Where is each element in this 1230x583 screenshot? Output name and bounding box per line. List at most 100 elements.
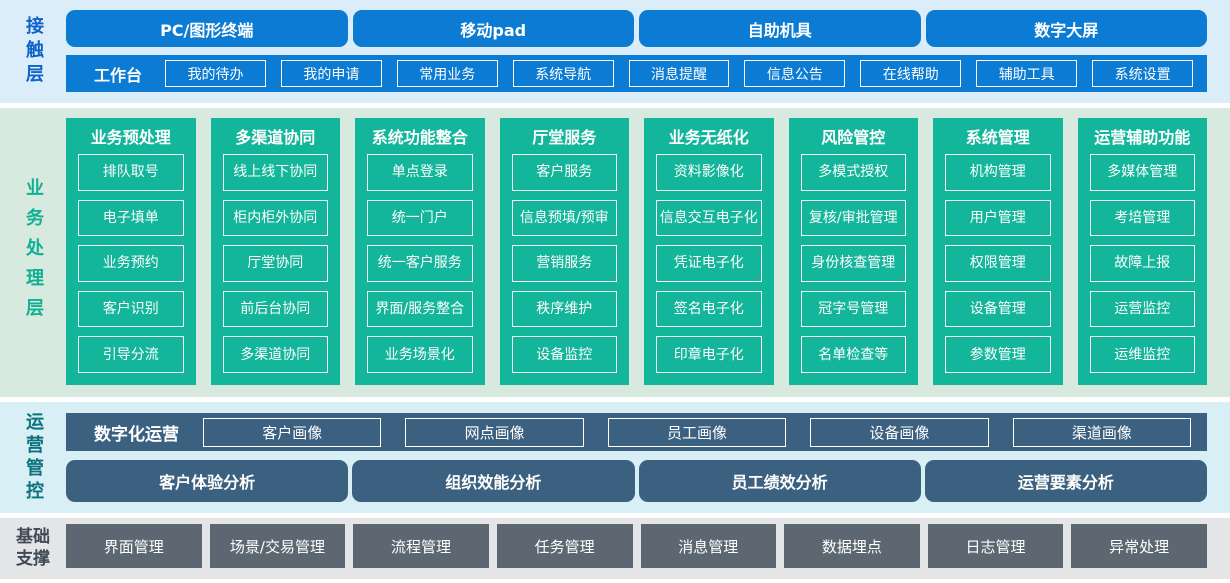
workbench-item-1: 我的待办 (165, 60, 266, 87)
feature-item: 业务场景化 (367, 336, 473, 373)
feature-item: 业务预约 (78, 245, 184, 282)
support-box-process: 流程管理 (353, 524, 489, 568)
column-items: 排队取号 电子填单 业务预约 客户识别 引导分流 (78, 154, 184, 373)
contact-layer-label-text: 接触层 (23, 15, 44, 88)
business-columns: 业务预处理 排队取号 电子填单 业务预约 客户识别 引导分流 多渠道协同 线上线… (66, 118, 1207, 385)
operations-section: 运营管控 数字化运营 客户画像 网点画像 员工画像 设备画像 渠道画像 客户体验… (0, 402, 1230, 513)
portrait-box-customer: 客户画像 (203, 417, 382, 447)
feature-item: 机构管理 (945, 154, 1051, 191)
column-title: 业务预处理 (90, 128, 171, 147)
portrait-box-employee: 员工画像 (607, 417, 787, 447)
column-items: 单点登录 统一门户 统一客户服务 界面/服务整合 业务场景化 (367, 154, 473, 373)
feature-item: 客户服务 (511, 154, 617, 191)
portrait-box-branch: 网点画像 (405, 417, 584, 447)
column-title: 运营辅助功能 (1094, 128, 1191, 147)
business-layer-label: 业务处理层 (0, 108, 66, 397)
analysis-row: 客户体验分析 组织效能分析 员工绩效分析 运营要素分析 (66, 460, 1207, 502)
device-box-mobile-pad: 移动pad (352, 10, 634, 47)
foundation-section: 基础 支撑 界面管理 场景/交易管理 流程管理 任务管理 消息管理 数据埋点 日… (0, 518, 1230, 579)
workbench-item-7: 在线帮助 (860, 60, 962, 87)
business-column-8: 运营辅助功能 多媒体管理 考培管理 故障上报 运营监控 运维监控 (1077, 118, 1207, 385)
feature-item: 故障上报 (1089, 245, 1195, 282)
support-row: 界面管理 场景/交易管理 流程管理 任务管理 消息管理 数据埋点 日志管理 异常… (66, 524, 1207, 568)
feature-item: 参数管理 (945, 336, 1051, 373)
feature-item: 信息交互电子化 (656, 199, 762, 237)
column-title: 风险管控 (821, 128, 886, 147)
feature-item: 运营监控 (1089, 290, 1195, 328)
feature-item: 多媒体管理 (1089, 154, 1195, 191)
feature-item: 用户管理 (945, 199, 1051, 237)
business-column-6: 风险管控 多模式授权 复核/审批管理 身份核查管理 冠字号管理 名单检查等 (788, 118, 918, 385)
feature-item: 统一门户 (367, 199, 473, 237)
support-box-message: 消息管理 (640, 524, 777, 568)
feature-item: 复核/审批管理 (800, 199, 906, 237)
column-items: 资料影像化 信息交互电子化 凭证电子化 签名电子化 印章电子化 (656, 154, 762, 373)
feature-item: 运维监控 (1089, 336, 1195, 373)
workbench-item-4: 系统导航 (512, 60, 614, 87)
feature-item: 冠字号管理 (800, 290, 906, 328)
feature-item: 引导分流 (78, 336, 184, 373)
digital-operations-label: 数字化运营 (94, 424, 179, 445)
feature-item: 柜内柜外协同 (222, 199, 328, 237)
support-box-log: 日志管理 (927, 524, 1064, 568)
column-items: 线上线下协同 柜内柜外协同 厅堂协同 前后台协同 多渠道协同 (222, 154, 328, 373)
device-box-pc-terminal: PC/图形终端 (66, 10, 348, 47)
business-column-4: 厅堂服务 客户服务 信息预填/预审 营销服务 秩序维护 设备监控 (499, 118, 629, 385)
feature-item: 资料影像化 (656, 154, 762, 191)
feature-item: 界面/服务整合 (367, 290, 473, 328)
digital-operations-bar: 数字化运营 客户画像 网点画像 员工画像 设备画像 渠道画像 (66, 413, 1207, 451)
feature-item: 考培管理 (1089, 199, 1195, 237)
business-layer-section: 业务处理层 业务预处理 排队取号 电子填单 业务预约 客户识别 引导分流 多渠道… (0, 108, 1230, 397)
business-column-7: 系统管理 机构管理 用户管理 权限管理 设备管理 参数管理 (933, 118, 1063, 385)
workbench-bar: 工作台 我的待办 我的申请 常用业务 系统导航 消息提醒 信息公告 在线帮助 辅… (66, 55, 1207, 92)
feature-item: 统一客户服务 (367, 245, 473, 282)
feature-item: 单点登录 (367, 154, 473, 191)
feature-item: 名单检查等 (800, 336, 906, 373)
column-title: 厅堂服务 (532, 128, 597, 147)
feature-item: 前后台协同 (222, 290, 328, 328)
operations-label-text: 运营管控 (23, 411, 44, 504)
support-box-exception: 异常处理 (1071, 524, 1207, 568)
support-box-data-tracking: 数据埋点 (784, 524, 920, 568)
analysis-box-organization-efficiency: 组织效能分析 (352, 460, 635, 502)
column-items: 多模式授权 复核/审批管理 身份核查管理 冠字号管理 名单检查等 (800, 154, 906, 373)
workbench-item-8: 辅助工具 (976, 60, 1078, 87)
business-column-5: 业务无纸化 资料影像化 信息交互电子化 凭证电子化 签名电子化 印章电子化 (644, 118, 774, 385)
business-column-2: 多渠道协同 线上线下协同 柜内柜外协同 厅堂协同 前后台协同 多渠道协同 (210, 118, 340, 385)
column-items: 机构管理 用户管理 权限管理 设备管理 参数管理 (945, 154, 1051, 373)
feature-item: 权限管理 (945, 245, 1051, 282)
feature-item: 信息预填/预审 (511, 199, 617, 237)
business-layer-content: 业务预处理 排队取号 电子填单 业务预约 客户识别 引导分流 多渠道协同 线上线… (66, 108, 1230, 397)
support-box-task: 任务管理 (496, 524, 633, 568)
feature-item: 线上线下协同 (222, 154, 328, 191)
business-column-1: 业务预处理 排队取号 电子填单 业务预约 客户识别 引导分流 (66, 118, 196, 385)
feature-item: 营销服务 (511, 245, 617, 282)
portrait-box-channel: 渠道画像 (1012, 417, 1192, 447)
feature-item: 多渠道协同 (222, 336, 328, 373)
support-box-scene-transaction: 场景/交易管理 (209, 524, 346, 568)
column-title: 多渠道协同 (235, 128, 316, 147)
feature-item: 设备监控 (511, 336, 617, 373)
support-box-ui-management: 界面管理 (66, 524, 202, 568)
foundation-label: 基础 支撑 (16, 527, 50, 569)
feature-item: 多模式授权 (800, 154, 906, 191)
operations-content: 数字化运营 客户画像 网点画像 员工画像 设备画像 渠道画像 客户体验分析 组织… (66, 402, 1230, 513)
workbench-item-2: 我的申请 (280, 60, 382, 87)
analysis-box-operation-elements: 运营要素分析 (924, 460, 1207, 502)
foundation-content: 界面管理 场景/交易管理 流程管理 任务管理 消息管理 数据埋点 日志管理 异常… (66, 518, 1230, 579)
feature-item: 凭证电子化 (656, 245, 762, 282)
analysis-box-customer-experience: 客户体验分析 (66, 460, 349, 502)
column-title: 业务无纸化 (668, 128, 749, 147)
analysis-box-employee-performance: 员工绩效分析 (638, 460, 921, 502)
feature-item: 秩序维护 (511, 290, 617, 328)
contact-layer-label: 接触层 (0, 0, 66, 103)
feature-item: 客户识别 (78, 290, 184, 328)
device-box-digital-screen: 数字大屏 (925, 10, 1207, 47)
column-title: 系统功能整合 (371, 128, 468, 147)
contact-layer-content: PC/图形终端 移动pad 自助机具 数字大屏 工作台 我的待办 我的申请 常用… (66, 0, 1230, 103)
feature-item: 设备管理 (945, 290, 1051, 328)
portrait-box-device: 设备画像 (810, 417, 989, 447)
feature-item: 签名电子化 (656, 290, 762, 328)
feature-item: 印章电子化 (656, 336, 762, 373)
feature-item: 厅堂协同 (222, 245, 328, 282)
